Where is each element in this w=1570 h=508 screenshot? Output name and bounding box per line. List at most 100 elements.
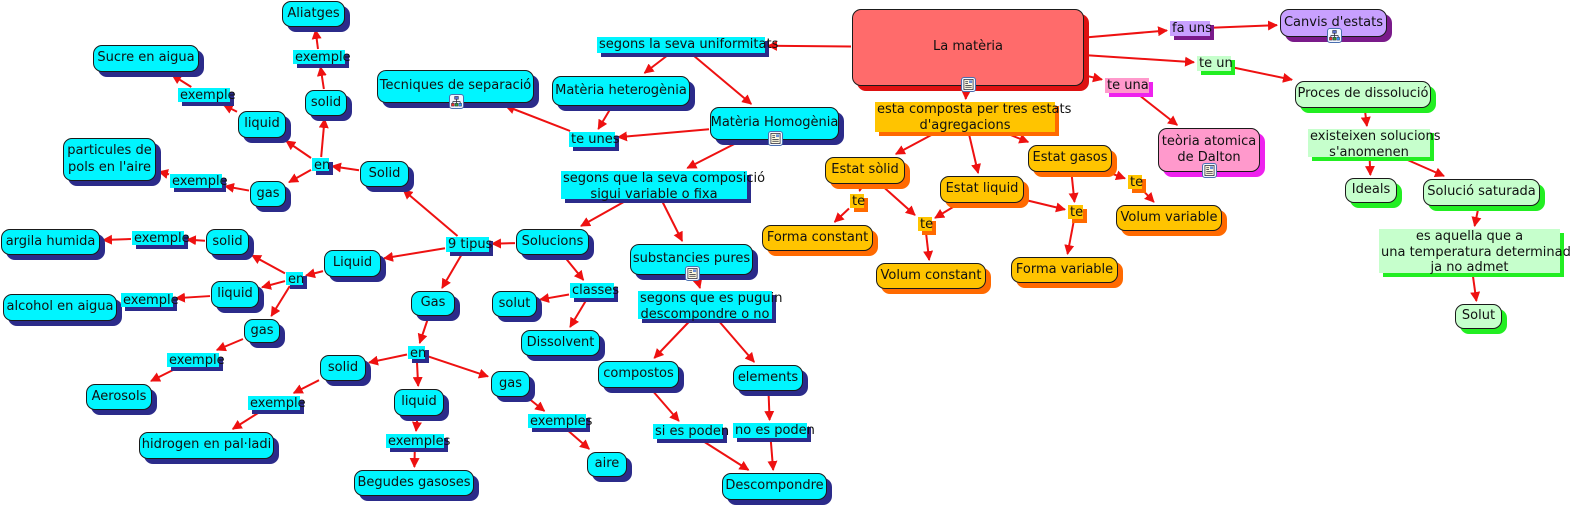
concept-node-solidA[interactable]: solid [305, 90, 347, 116]
edge-exsAire-to-aire [565, 428, 590, 450]
linking-phrase-exsBegudes[interactable]: exemples [386, 434, 450, 449]
linking-phrase-teunes[interactable]: te unes [569, 132, 619, 147]
concept-node-sucre[interactable]: Sucre en aigua [93, 45, 199, 72]
linking-phrase-teuna[interactable]: te una [1105, 78, 1149, 93]
linking-phrase-exParticules[interactable]: exemple [170, 174, 228, 189]
concept-node-alcohol[interactable]: alcohol en aigua [3, 294, 117, 321]
concept-node-ideals[interactable]: Ideals [1345, 178, 1397, 203]
concept-label: Ideals [1351, 182, 1391, 198]
linking-phrase-enB[interactable]: en [286, 272, 305, 287]
concept-node-homog[interactable]: Matèria Homogènia [710, 107, 839, 140]
concept-node-eGasos[interactable]: Estat gasos [1028, 145, 1112, 172]
edge-solidC-to-exArgila [186, 235, 206, 246]
concept-node-solucions[interactable]: Solucions [516, 229, 589, 255]
concept-node-fVar[interactable]: Forma variable [1011, 257, 1118, 283]
linking-phrase-classes[interactable]: classes [570, 283, 619, 298]
concept-node-aire[interactable]: aire [587, 452, 627, 477]
edge-teun-to-proces [1231, 66, 1293, 83]
concept-node-fConst[interactable]: Forma constant [762, 225, 873, 251]
document-icon[interactable] [1202, 163, 1217, 178]
concept-label: Begudes gasoses [357, 474, 471, 490]
linking-phrase-teun[interactable]: te un [1197, 56, 1233, 71]
concept-node-begudes[interactable]: Begudes gasoses [354, 470, 474, 496]
document-icon[interactable] [961, 77, 976, 92]
linking-label: te [1070, 205, 1084, 220]
linking-phrase-exAlcohol[interactable]: exemple [121, 293, 179, 308]
concept-node-solut[interactable]: solut [492, 291, 537, 317]
linking-phrase-teS[interactable]: te [850, 194, 865, 209]
concept-node-vConst[interactable]: Volum constant [876, 263, 986, 289]
concept-node-dissolvent[interactable]: Dissolvent [521, 330, 600, 356]
hierarchy-icon[interactable] [448, 94, 464, 109]
concept-node-SolidB[interactable]: Solid [360, 161, 409, 187]
linking-phrase-noPoden[interactable]: no es poden [733, 423, 815, 438]
concept-node-solidC[interactable]: solid [206, 229, 249, 255]
concept-node-gasD[interactable]: gas [491, 371, 530, 397]
edge-compostos-to-siPoden [650, 388, 680, 422]
edge-teL-to-vConst [923, 231, 934, 261]
concept-node-gasA[interactable]: gas [250, 181, 286, 207]
edge-enA-to-solidA [318, 118, 329, 158]
linking-phrase-composicio[interactable]: segons que la seva composició sigui vari… [561, 171, 765, 202]
linking-label: fa uns [1172, 21, 1212, 36]
concept-node-LiquidB[interactable]: Liquid [324, 250, 381, 277]
concept-node-vVar[interactable]: Volum variable [1116, 205, 1222, 231]
concept-node-gasC[interactable]: gas [244, 319, 280, 343]
concept-node-aliatges[interactable]: Aliatges [282, 1, 345, 27]
concept-node-eLiquid[interactable]: Estat liquid [940, 176, 1024, 203]
linking-phrase-exAliatges[interactable]: exemple [293, 50, 351, 65]
linking-phrase-teL[interactable]: te [918, 217, 933, 232]
document-icon[interactable] [767, 131, 783, 146]
concept-node-GasB[interactable]: Gas [411, 291, 455, 316]
linking-phrase-tipus[interactable]: 9 tipus [446, 237, 492, 252]
linking-phrase-enA[interactable]: en [312, 158, 330, 173]
concept-node-liquidD[interactable]: liquid [394, 389, 444, 416]
linking-phrase-exsAire[interactable]: exemples [528, 414, 592, 429]
concept-label: compostos [603, 366, 674, 382]
concept-node-liquidC[interactable]: liquid [211, 281, 259, 308]
linking-phrase-compostaTres[interactable]: esta composta per tres estats d'agregaci… [875, 102, 1071, 133]
concept-label: gas [499, 375, 522, 391]
concept-node-elements[interactable]: elements [733, 365, 803, 391]
concept-node-materia[interactable]: La matèria [852, 9, 1084, 86]
linking-phrase-teG2[interactable]: te [1128, 175, 1143, 190]
document-icon[interactable] [684, 266, 700, 281]
linking-phrase-esAquella[interactable]: es aquella que a una temperatura determi… [1379, 229, 1570, 275]
concept-node-solidD[interactable]: solid [320, 355, 366, 381]
linking-phrase-exArgila[interactable]: exemple [132, 231, 190, 246]
concept-node-heterog[interactable]: Matèria heterogènia [552, 76, 690, 106]
linking-phrase-enC[interactable]: en [408, 346, 426, 361]
concept-node-eSolid[interactable]: Estat sòlid [825, 157, 905, 184]
concept-node-hidrogen[interactable]: hidrogen en pal·ladi [139, 432, 274, 459]
concept-label: Forma constant [766, 229, 869, 245]
concept-label: Volum constant [880, 267, 982, 283]
linking-phrase-puguin[interactable]: segons que es puguin descompondre o no [638, 291, 782, 322]
hierarchy-icon[interactable] [1326, 28, 1342, 43]
concept-node-saturada[interactable]: Solució saturada [1423, 179, 1540, 206]
linking-phrase-exAerosols[interactable]: exemple [167, 353, 225, 368]
concept-label: Solucions [521, 233, 584, 249]
linking-phrase-existeixen[interactable]: existeixen solucions s'anomenen [1308, 129, 1441, 160]
edge-eLiquid-to-teG1 [1024, 198, 1066, 213]
linking-label: exemple [172, 174, 228, 189]
concept-node-particules[interactable]: particules de pols en l'aire [63, 138, 156, 181]
concept-node-argila[interactable]: argila humida [1, 229, 100, 255]
linking-phrase-siPoden[interactable]: si es poden [653, 424, 729, 439]
linking-phrase-exSucre[interactable]: exemple [178, 88, 236, 103]
edge-uniform-to-heterog [643, 53, 670, 74]
edge-materia-to-teuna [1084, 72, 1103, 83]
edge-GasB-to-enC [417, 316, 430, 344]
concept-node-proces[interactable]: Proces de dissolució [1295, 81, 1431, 108]
linking-phrase-exHidrogen[interactable]: exemple [248, 396, 306, 411]
concept-node-liquidA[interactable]: liquid [238, 111, 286, 138]
concept-node-descomp[interactable]: Descompondre [722, 473, 827, 500]
linking-phrase-teG1[interactable]: te [1068, 205, 1084, 220]
linking-label: exemple [295, 50, 351, 65]
concept-label: liquid [401, 394, 437, 410]
concept-node-aerosols[interactable]: Aerosols [86, 384, 152, 410]
linking-label: en [288, 272, 305, 287]
concept-node-compostos[interactable]: compostos [598, 361, 679, 388]
linking-phrase-fauns[interactable]: fa uns [1170, 21, 1212, 36]
concept-node-solut2[interactable]: Solut [1455, 304, 1502, 329]
linking-phrase-uniform[interactable]: segons la seva uniformitats [597, 37, 778, 53]
